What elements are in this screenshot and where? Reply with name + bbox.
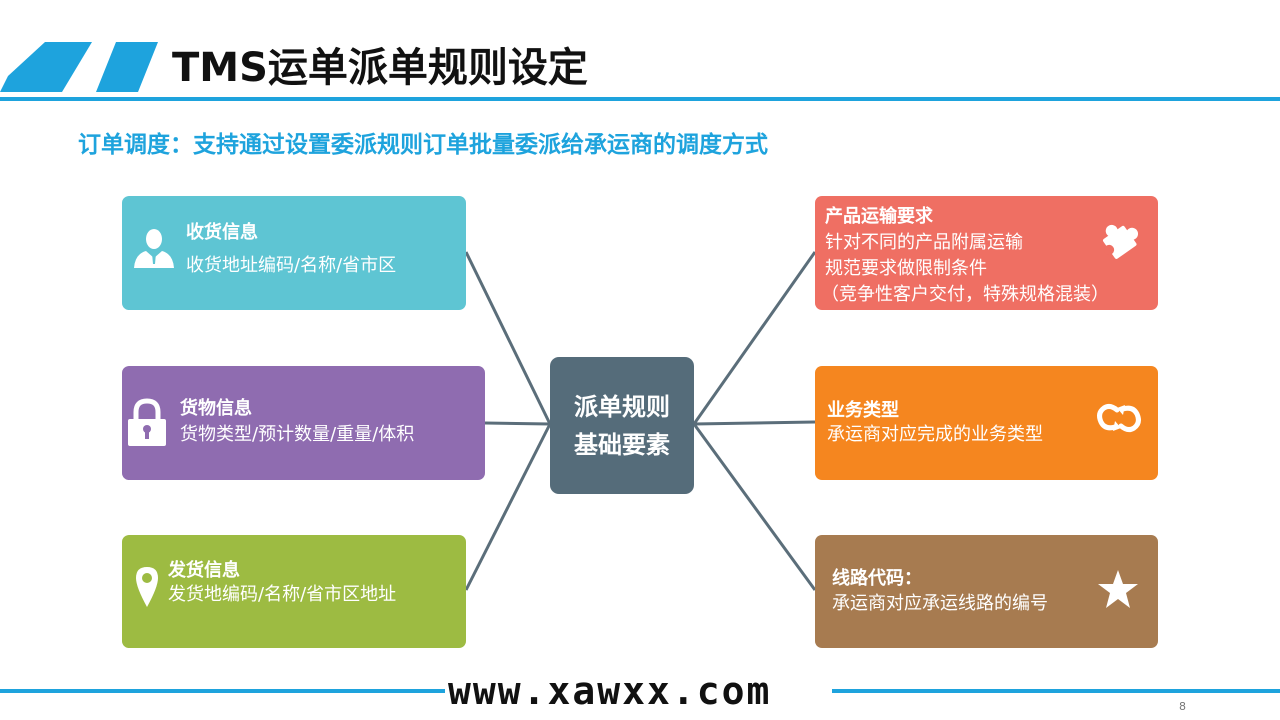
node-text: 收货地址编码/名称/省市区	[186, 255, 397, 276]
node-text: 货物类型/预计数量/重量/体积	[180, 424, 415, 445]
header-rule	[0, 97, 1280, 101]
node-goods-info: 货物信息 货物类型/预计数量/重量/体积	[122, 366, 485, 480]
connector-right-middle	[693, 420, 816, 426]
node-text: 发货地编码/名称/省市区地址	[168, 584, 397, 605]
node-product-transport-requirements: 产品运输要求 针对不同的产品附属运输 规范要求做限制条件 （竞争性客户交付，特殊…	[815, 196, 1158, 310]
header-stripe-1	[0, 42, 92, 92]
puzzle-icon	[1103, 224, 1139, 259]
center-line-1: 派单规则	[574, 392, 670, 421]
center-line-2: 基础要素	[574, 430, 670, 459]
node-title: 业务类型	[827, 400, 899, 421]
node-route-code: 线路代码： 承运商对应承运线路的编号	[815, 535, 1158, 648]
node-text-line-1: 承运商对应完成的业务类型	[827, 424, 1043, 445]
center-node: 派单规则 基础要素	[550, 357, 694, 494]
header-decoration	[0, 42, 1280, 101]
watermark: www.xawxx.com	[448, 669, 772, 713]
connector-right-bottom	[692, 423, 817, 591]
connector-left-bottom	[464, 423, 552, 591]
node-title: 发货信息	[168, 560, 240, 581]
node-text-line-3: （竞争性客户交付，特殊规格混装）	[821, 284, 1109, 305]
node-business-type: 业务类型 承运商对应完成的业务类型	[815, 366, 1158, 480]
node-shipping-info: 发货信息 发货地编码/名称/省市区地址	[122, 535, 466, 648]
node-text-line-1: 针对不同的产品附属运输	[825, 232, 1023, 253]
node-title: 产品运输要求	[825, 206, 933, 227]
connector-left-top	[464, 251, 552, 425]
star-icon	[1098, 570, 1138, 608]
page-number: 8	[1179, 700, 1186, 713]
location-pin-icon	[136, 567, 158, 607]
node-title: 线路代码：	[832, 568, 922, 589]
node-title: 收货信息	[186, 222, 258, 243]
footer-rule	[0, 689, 1280, 693]
node-title: 货物信息	[180, 398, 252, 419]
page-title: TMS运单派单规则设定	[172, 45, 588, 91]
connector-left-middle	[484, 421, 551, 426]
lock-icon	[128, 398, 166, 446]
node-text-line-2: 规范要求做限制条件	[825, 258, 987, 279]
node-receiving-info: 收货信息 收货地址编码/名称/省市区	[122, 196, 466, 310]
person-icon	[134, 229, 174, 268]
refresh-link-icon	[1097, 403, 1141, 433]
header-stripe-2	[96, 42, 158, 92]
node-text-line-1: 承运商对应承运线路的编号	[832, 593, 1048, 614]
page-subtitle: 订单调度：支持通过设置委派规则订单批量委派给承运商的调度方式	[78, 132, 768, 158]
connector-right-top	[692, 251, 817, 425]
